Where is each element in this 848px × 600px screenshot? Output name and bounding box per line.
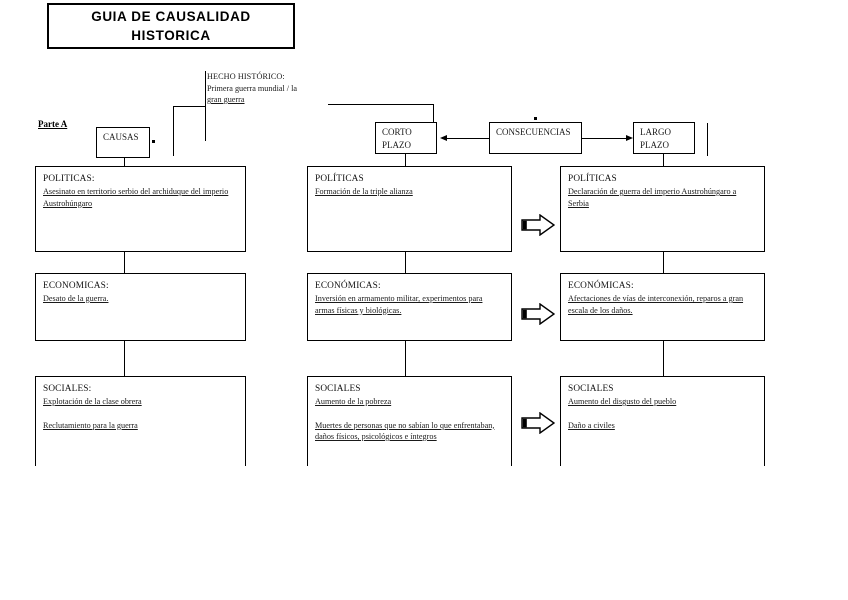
category-label: ECONÓMICAS: <box>568 281 634 291</box>
content-item: Formación de la triple alianza <box>315 187 413 196</box>
content-item: Afectaciones de vías de interconexión, r… <box>568 294 744 315</box>
category-label: POLÍTICAS <box>315 174 364 184</box>
arrow-left-icon <box>440 135 447 141</box>
content-box-largo-politicas[interactable]: POLÍTICAS Declaración de guerra del impe… <box>560 166 765 252</box>
fact-right-branch <box>328 104 434 106</box>
content-item: Inversión en armamento militar, experime… <box>315 294 483 315</box>
consecuencias-top-dot <box>534 117 537 120</box>
fact-left-branch <box>173 106 206 108</box>
fact-left-drop <box>173 106 175 156</box>
arrow-consecuencias-to-largo-line <box>582 138 626 140</box>
content-item: Daño a civiles <box>568 420 615 430</box>
header-box-consecuencias[interactable]: CONSECUENCIAS <box>489 122 582 154</box>
content-box-causas-economicas[interactable]: ECONOMICAS: Desato de la guerra. <box>35 273 246 341</box>
content-item: Asesinato en territorio serbio del archi… <box>43 187 229 208</box>
fact-right-drop <box>433 104 435 123</box>
block-arrow-right-icon-economicas <box>521 302 556 330</box>
stem-corto <box>405 154 407 167</box>
connector-largo-1-2 <box>663 252 665 273</box>
page-title-line-2: HISTORICA <box>131 28 211 43</box>
connector-corto-1-2 <box>405 252 407 273</box>
category-label: POLÍTICAS <box>568 174 617 184</box>
category-label: SOCIALES <box>315 384 361 394</box>
header-box-corto-plazo[interactable]: CORTO PLAZO <box>375 122 437 154</box>
connector-causas-1-2 <box>124 252 126 273</box>
content-box-largo-economicas[interactable]: ECONÓMICAS: Afectaciones de vías de inte… <box>560 273 765 341</box>
historical-fact-line-2: gran guerra <box>207 95 245 104</box>
header-box-largo-plazo[interactable]: LARGO PLAZO <box>633 122 695 154</box>
historical-fact-block: HECHO HISTÓRICO: Primera guerra mundial … <box>207 71 357 106</box>
content-item: Reclutamiento para la guerra <box>43 420 138 430</box>
header-box-largo-plazo-label: LARGO PLAZO <box>640 127 671 150</box>
largo-outer-rail <box>707 123 709 156</box>
header-box-consecuencias-label: CONSECUENCIAS <box>496 127 571 137</box>
stem-causas <box>124 158 126 167</box>
category-label: SOCIALES: <box>43 384 92 394</box>
connector-corto-2-3 <box>405 341 407 376</box>
page-title: GUIA DE CAUSALIDAD HISTORICA <box>47 3 295 49</box>
historical-fact-line-1: Primera guerra mundial / la <box>207 83 298 93</box>
content-item: Desato de la guerra. <box>43 294 109 303</box>
category-label: SOCIALES <box>568 384 614 394</box>
category-label: ECONÓMICAS: <box>315 281 381 291</box>
content-item: Explotación de la clase obrera <box>43 397 142 406</box>
arrow-consecuencias-to-corto-line <box>447 138 489 140</box>
causas-connector-dot <box>152 140 155 143</box>
page-title-line-1: GUIA DE CAUSALIDAD <box>91 9 251 24</box>
stem-largo <box>663 154 665 167</box>
arrow-right-icon <box>626 135 633 141</box>
content-item: Muertes de personas que no sabían lo que… <box>315 420 495 442</box>
content-box-causas-politicas[interactable]: POLITICAS: Asesinato en territorio serbi… <box>35 166 246 252</box>
block-arrow-right-icon-politicas <box>521 213 556 241</box>
connector-largo-2-3 <box>663 341 665 376</box>
header-box-causas[interactable]: CAUSAS <box>96 127 150 158</box>
block-arrow-right-icon-sociales <box>521 411 556 439</box>
historical-fact-label: HECHO HISTÓRICO: <box>207 72 285 81</box>
content-item: Aumento del disgusto del pueblo <box>568 397 677 406</box>
category-label: POLITICAS: <box>43 174 95 184</box>
content-box-corto-politicas[interactable]: POLÍTICAS Formación de la triple alianza <box>307 166 512 252</box>
content-item: Aumento de la pobreza <box>315 397 392 406</box>
content-item: Declaración de guerra del imperio Austro… <box>568 187 737 208</box>
category-label: ECONOMICAS: <box>43 281 109 291</box>
header-box-causas-label: CAUSAS <box>103 132 139 142</box>
content-box-causas-sociales[interactable]: SOCIALES: Explotación de la clase obrera… <box>35 376 246 466</box>
header-box-corto-plazo-label: CORTO PLAZO <box>382 127 412 150</box>
content-box-corto-economicas[interactable]: ECONÓMICAS: Inversión en armamento milit… <box>307 273 512 341</box>
parte-a-label: Parte A <box>38 119 68 129</box>
connector-causas-2-3 <box>124 341 126 376</box>
content-box-largo-sociales[interactable]: SOCIALES Aumento del disgusto del pueblo… <box>560 376 765 466</box>
content-box-corto-sociales[interactable]: SOCIALES Aumento de la pobreza Muertes d… <box>307 376 512 466</box>
